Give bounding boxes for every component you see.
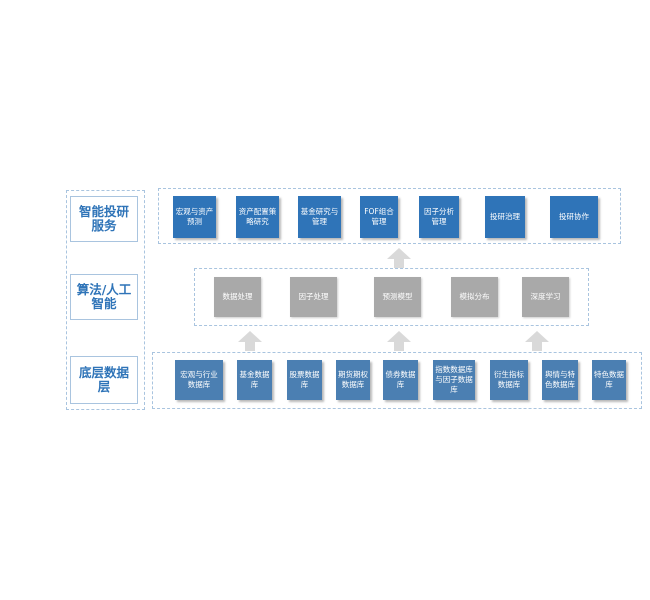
data-node-futures-options-db: 期货期权数据库 xyxy=(336,360,370,400)
arrow-up-icon xyxy=(387,248,411,268)
layer-label-service: 智能投研服务 xyxy=(70,196,138,242)
data-node-macro-industry-db: 宏观与行业数据库 xyxy=(175,360,223,400)
algo-node-factor-processing: 因子处理 xyxy=(290,277,337,317)
data-node-bond-db: 债券数据库 xyxy=(383,360,418,400)
layer-label-data: 底层数据层 xyxy=(70,356,138,404)
data-node-index-factor-db: 指数数据库与因子数据库 xyxy=(433,360,475,400)
service-node-fof-management: FOF组合管理 xyxy=(360,196,398,238)
data-node-sentiment-special-db: 舆情与特色数据库 xyxy=(542,360,578,400)
service-node-macro-asset-forecast: 宏观与资产预测 xyxy=(173,196,216,238)
data-node-stock-db: 股票数据库 xyxy=(287,360,322,400)
algo-layer-frame xyxy=(194,268,589,326)
service-node-fund-research: 基金研究与管理 xyxy=(298,196,341,238)
layer-label-algo: 算法/人工智能 xyxy=(70,274,138,320)
arrow-up-icon xyxy=(525,331,549,351)
service-node-research-collaboration: 投研协作 xyxy=(550,196,598,238)
algo-node-data-processing: 数据处理 xyxy=(214,277,261,317)
arrow-up-icon xyxy=(387,331,411,351)
service-layer-frame xyxy=(158,188,621,244)
service-node-asset-allocation: 资产配置策略研究 xyxy=(236,196,279,238)
service-node-research-governance: 投研治理 xyxy=(485,196,525,238)
algo-node-simulation-distribution: 模拟分布 xyxy=(451,277,498,317)
data-layer-frame xyxy=(152,352,642,409)
layer-label-frame xyxy=(66,190,145,410)
data-node-derived-indicator-db: 衍生指标数据库 xyxy=(490,360,528,400)
algo-node-deep-learning: 深度学习 xyxy=(522,277,569,317)
service-node-factor-analysis: 因子分析管理 xyxy=(419,196,459,238)
arrow-up-icon xyxy=(238,331,262,351)
data-node-fund-db: 基金数据库 xyxy=(237,360,272,400)
data-node-special-db: 特色数据库 xyxy=(592,360,626,400)
algo-node-prediction-model: 预测模型 xyxy=(374,277,421,317)
